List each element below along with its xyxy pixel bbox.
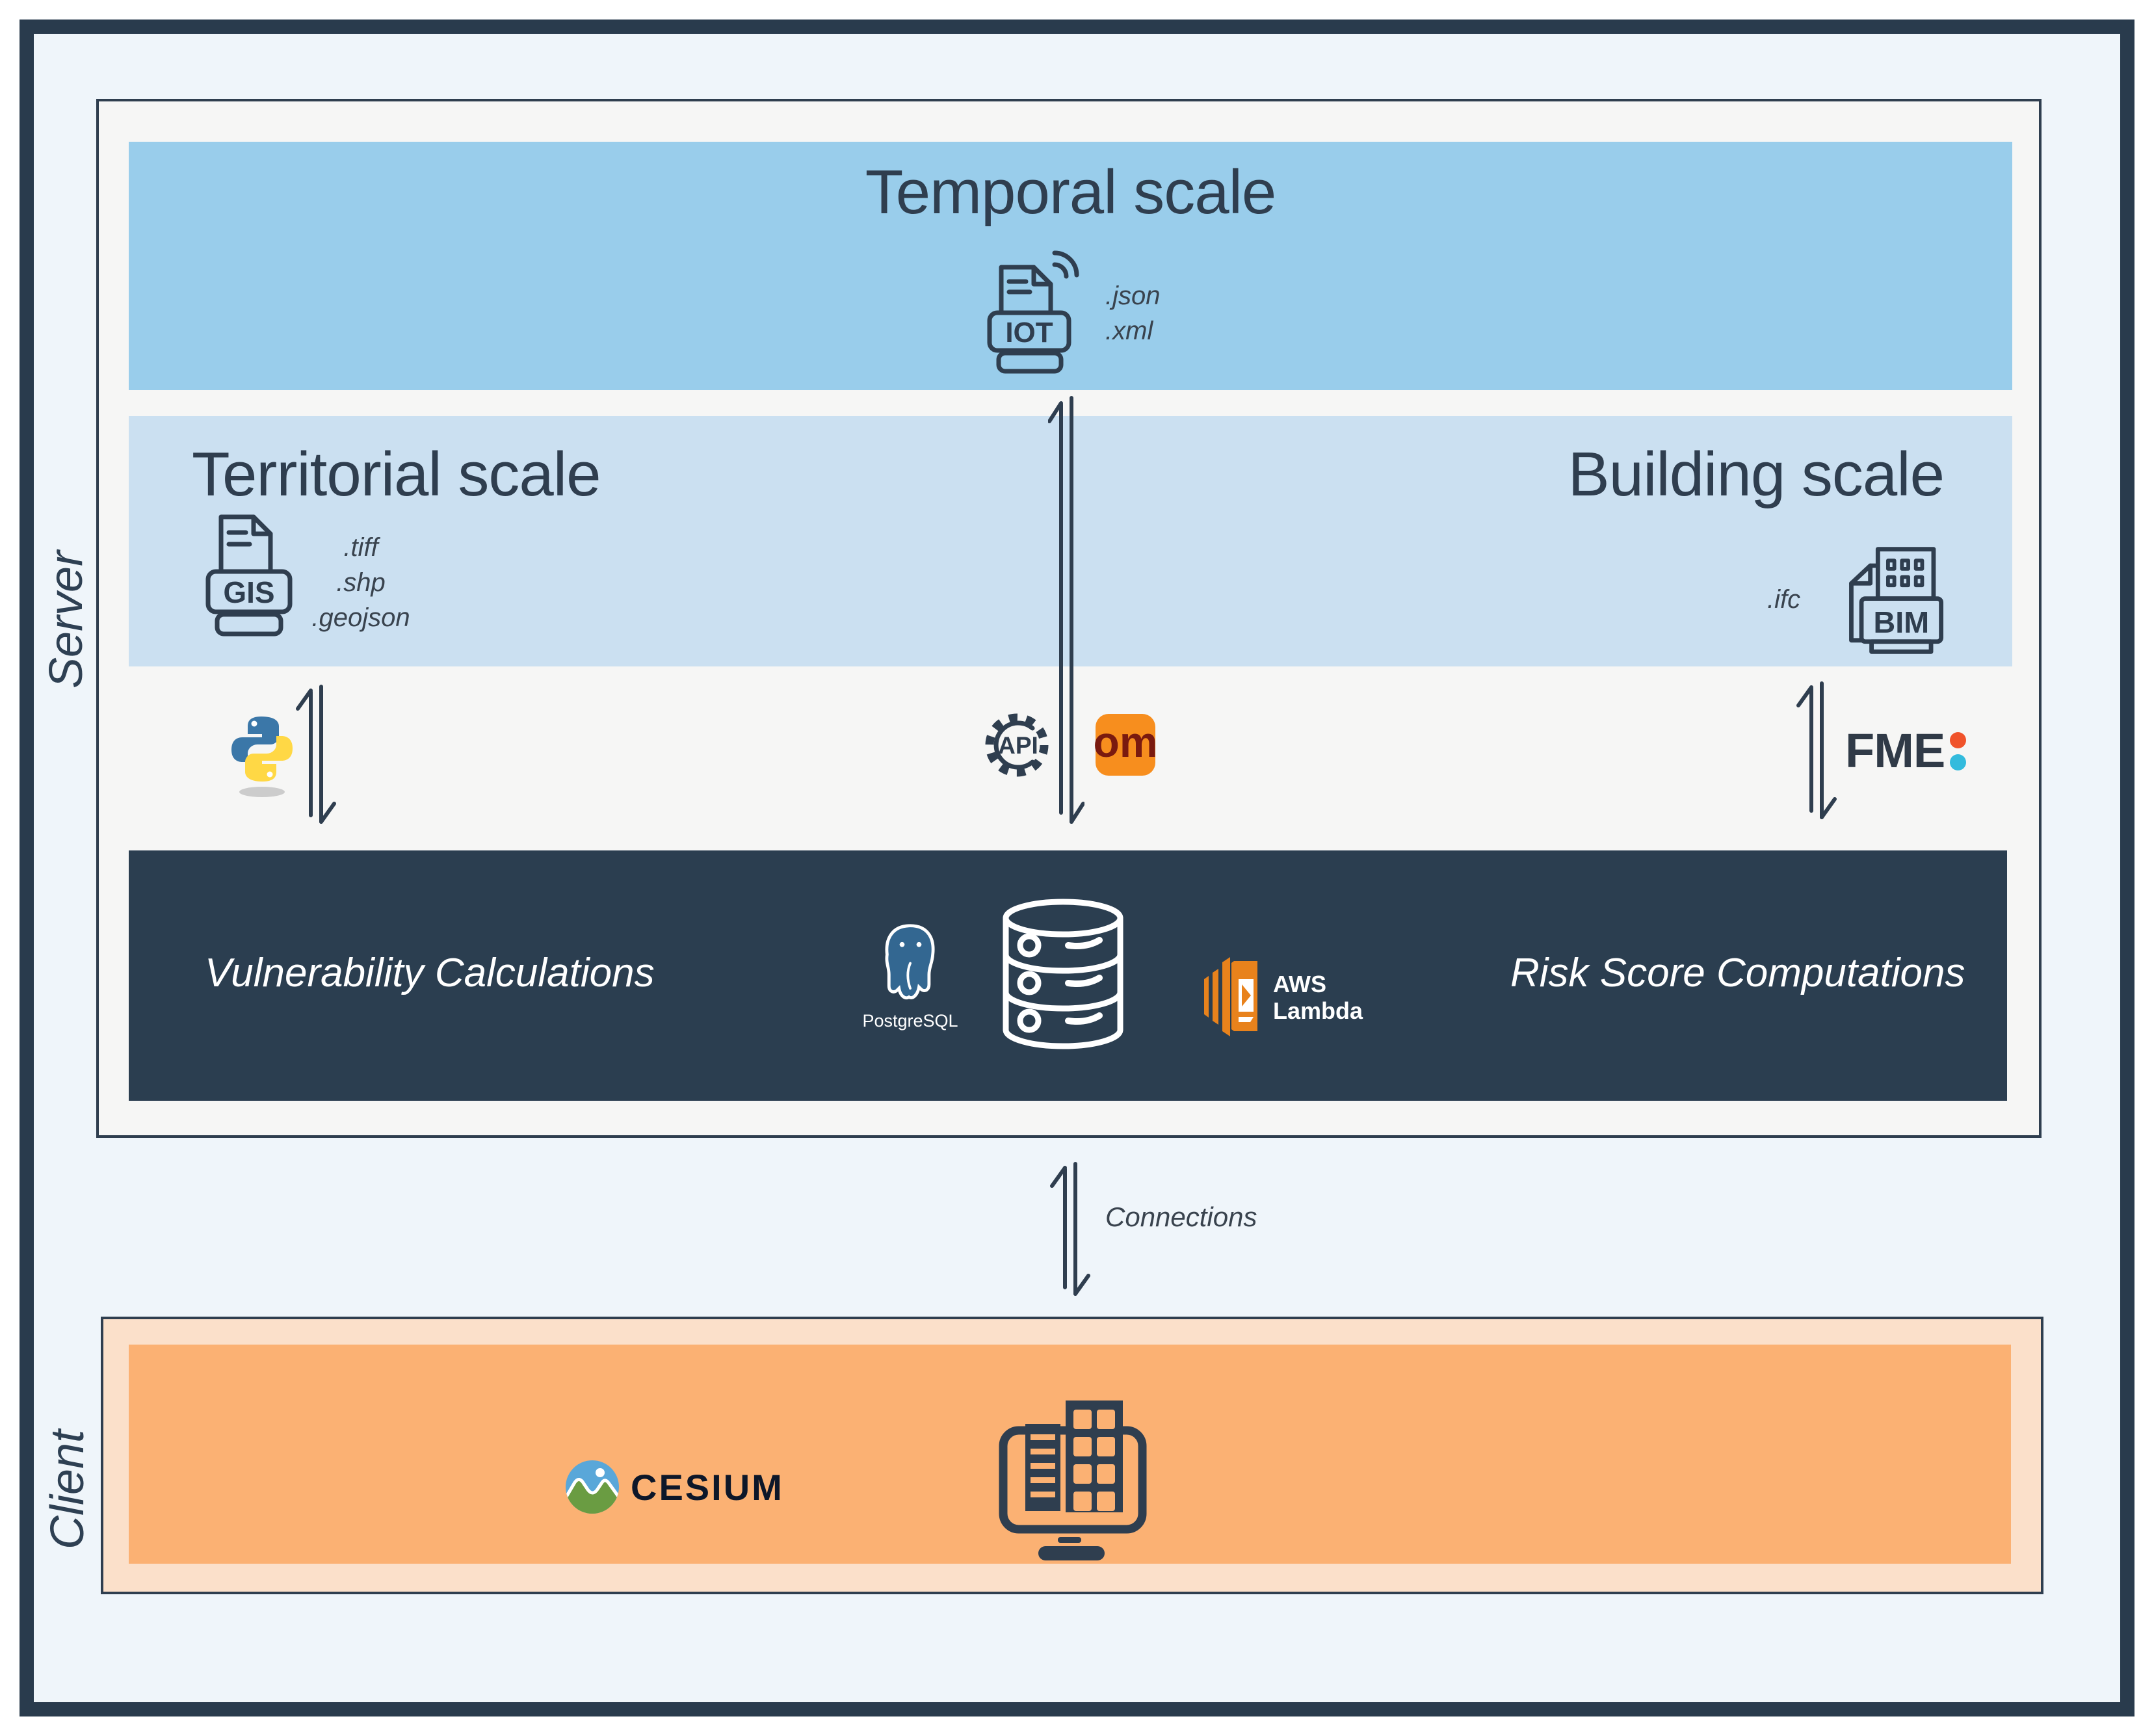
cesium-globe-icon	[566, 1460, 619, 1514]
api-label: API	[998, 732, 1038, 759]
format-geojson: .geojson	[311, 603, 410, 632]
territorial-scale-title: Territorial scale	[192, 440, 601, 509]
fme-double-arrow	[1796, 681, 1837, 819]
format-shp: .shp	[336, 568, 386, 597]
format-xml: .xml	[1105, 317, 1153, 345]
temporal-scale-band: Temporal scale	[129, 142, 2012, 390]
iot-label: IOT	[1005, 317, 1053, 349]
vulnerability-calculations-label: Vulnerability Calculations	[205, 951, 655, 995]
server-section-label: Server	[40, 550, 92, 689]
postgresql-elephant-icon	[885, 924, 935, 1000]
python-icon	[231, 717, 293, 797]
temporal-formats: .json .xml	[1105, 278, 1161, 349]
client-section-label: Client	[42, 1429, 94, 1550]
postgresql-logo: PostgreSQL	[861, 922, 959, 1031]
iot-file-icon: IOT	[987, 250, 1079, 374]
risk-score-computations-label: Risk Score Computations	[1510, 951, 1965, 995]
format-json: .json	[1105, 282, 1161, 310]
database-icon	[1003, 899, 1123, 1049]
territorial-formats: .tiff .shp .geojson	[296, 530, 426, 635]
fme-cyan-dot-icon	[1950, 754, 1967, 770]
aws-lambda-logo: AWS Lambda	[1202, 954, 1363, 1040]
format-tiff: .tiff	[343, 533, 378, 562]
bim-file-icon: BIM	[1849, 547, 1944, 654]
aws-lambda-icon	[1204, 957, 1257, 1036]
format-ifc: .ifc	[1767, 585, 1801, 614]
python-double-arrow	[296, 685, 336, 824]
gis-label: GIS	[223, 575, 274, 609]
fme-label: FME	[1845, 724, 1945, 778]
fme-orange-dot-icon	[1950, 731, 1967, 748]
building-scale-title: Building scale	[1568, 440, 1945, 509]
om-label: om	[1093, 717, 1158, 766]
connections-double-arrow	[1050, 1162, 1090, 1296]
monitor-buildings-icon	[999, 1401, 1147, 1560]
temporal-scale-title: Temporal scale	[865, 157, 1277, 227]
bim-label: BIM	[1874, 605, 1930, 639]
api-gear-icon: API	[985, 713, 1049, 777]
cesium-logo: CESIUM	[564, 1459, 784, 1515]
fme-logo: FME	[1845, 724, 1967, 778]
gis-file-icon: GIS	[205, 514, 293, 637]
processing-band: Vulnerability Calculations Risk Score Co…	[129, 850, 2007, 1101]
temporal-to-processing-arrow	[1048, 396, 1084, 824]
cesium-label: CESIUM	[631, 1466, 784, 1508]
connections-label: Connections	[1105, 1202, 1257, 1232]
postgresql-label: PostgreSQL	[862, 1011, 958, 1031]
openmaint-icon: om	[1093, 714, 1158, 776]
fme-colon-icon	[1950, 731, 1967, 770]
aws-lambda-label: AWS Lambda	[1273, 970, 1363, 1024]
building-formats: .ifc	[1767, 582, 1800, 617]
